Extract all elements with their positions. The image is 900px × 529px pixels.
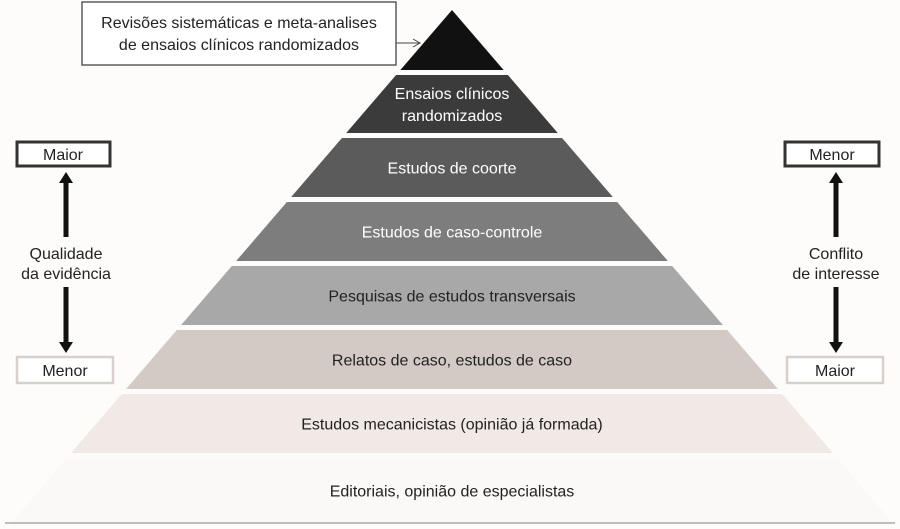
- conflict-scale: Menor Conflito de interesse Maior: [783, 140, 885, 385]
- quality-scale: Maior Qualidade da evidência Menor: [15, 140, 115, 385]
- pyramid-layer-5-label: Pesquisas de estudos transversais: [328, 289, 575, 306]
- callout-arrow-head: [412, 38, 422, 48]
- callout-line-2: de ensaios clínicos randomizados: [119, 37, 359, 54]
- conflict-arrow-up-head: [829, 172, 843, 183]
- quality-top-label: Maior: [43, 147, 84, 164]
- quality-arrow-down-head: [59, 342, 73, 353]
- conflict-label-line-1: Conflito: [809, 246, 863, 263]
- conflict-top-box: [783, 140, 881, 168]
- conflict-arrow-down-head: [829, 342, 843, 353]
- pyramid-layer-2-label: randomizados: [402, 108, 503, 125]
- quality-bottom-box: [15, 355, 115, 385]
- callout-line-1: Revisões sistemáticas e meta-analises: [101, 15, 377, 32]
- conflict-label-line-2: de interesse: [792, 266, 879, 283]
- pyramid-layer-6-label: Relatos de caso, estudos de caso: [332, 353, 572, 370]
- conflict-bottom-label: Maior: [815, 363, 856, 380]
- quality-top-box: [15, 140, 112, 168]
- callout-box: [81, 1, 397, 66]
- pyramid-layer-2-label: Ensaios clínicos: [395, 86, 510, 103]
- pyramid-layer-7-label: Estudos mecanicistas (opinião já formada…: [301, 417, 602, 434]
- top-callout: Revisões sistemáticas e meta-analises de…: [81, 1, 422, 66]
- conflict-bottom-box: [785, 355, 885, 385]
- conflict-top-label: Menor: [809, 147, 855, 164]
- pyramid-layer-4-label: Estudos de caso-controle: [362, 225, 543, 242]
- pyramid-layer-8-label: Editoriais, opinião de especialistas: [330, 484, 575, 501]
- quality-bottom-label: Menor: [42, 363, 88, 380]
- pyramid-layer-7: [71, 394, 833, 453]
- pyramid-layer-6: [126, 330, 778, 389]
- pyramid-layer-1: [400, 10, 504, 70]
- quality-label-line-1: Qualidade: [30, 246, 103, 263]
- pyramid-layer-4: [236, 202, 668, 261]
- pyramid-layer-3: [291, 138, 613, 197]
- pyramid-layer-3-label: Estudos de coorte: [388, 161, 517, 178]
- pyramid-layer-5: [181, 266, 723, 325]
- quality-arrow-up-head: [59, 172, 73, 183]
- pyramid-layer-8: [11, 459, 893, 522]
- pyramid-layer-2: [346, 75, 558, 133]
- quality-label-line-2: da evidência: [21, 266, 111, 283]
